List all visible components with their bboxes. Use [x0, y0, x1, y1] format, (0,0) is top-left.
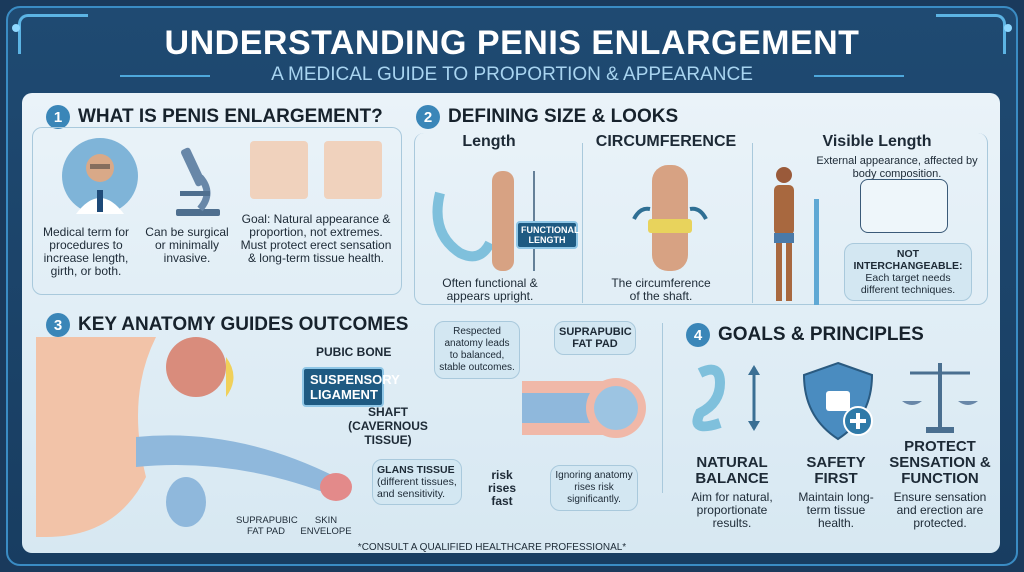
suprapubic-fat-pad-label: SUPRAPUBIC FAT PAD: [236, 515, 298, 537]
skin-envelope-label: SKIN ENVELOPE: [300, 515, 352, 537]
suspensory-ligament-label: SUSPENSORY LIGAMENT: [302, 367, 400, 407]
section-title: GOALS & PRINCIPLES: [718, 324, 924, 345]
section-number: 1: [46, 105, 70, 129]
risk-rises-text: risk rises fast: [487, 468, 517, 508]
section4-heading: 4 GOALS & PRINCIPLES: [686, 323, 924, 347]
disclaimer: *CONSULT A QUALIFIED HEALTHCARE PROFESSI…: [357, 542, 627, 553]
dot-decoration: [12, 24, 20, 32]
protect-sensation-title: PROTECT SENSATION & FUNCTION: [889, 438, 991, 487]
section-title: KEY ANATOMY GUIDES OUTCOMES: [78, 314, 409, 335]
safety-first-title: SAFETY FIRST: [806, 454, 866, 487]
natural-balance-text: Aim for natural, proportionate results.: [691, 490, 773, 530]
functional-length-badge: FUNCTIONAL LENGTH: [516, 221, 580, 249]
dot-decoration: [1004, 24, 1012, 32]
divider: [662, 323, 663, 493]
procedure-image: [324, 141, 382, 199]
visible-length-title: Visible Length: [822, 133, 932, 150]
cross-section-illustration: [522, 373, 652, 448]
corner-decoration: [18, 14, 88, 54]
circumference-caption: The circumference of the shaft.: [611, 276, 711, 303]
natural-balance-title: NATURAL BALANCE: [695, 454, 769, 487]
length-title: Length: [462, 133, 516, 150]
ignoring-anatomy-note: Ignoring anatomy rises risk significantl…: [550, 465, 638, 511]
glans-text: (different tissues, and sensitivity.: [377, 476, 457, 500]
divider: [120, 75, 210, 77]
suprapubic-fat-pad-top-label: SUPRAPUBIC FAT PAD: [554, 321, 636, 355]
note-text: Each target needs different techniques.: [860, 272, 956, 296]
scales-icon: [900, 357, 980, 442]
divider: [752, 143, 753, 303]
section1-text: Medical term for procedures to increase …: [42, 225, 130, 278]
visible-length-subtitle: External appearance, affected by body co…: [816, 155, 978, 180]
body-figure: [764, 165, 824, 310]
glans-title: GLANS TISSUE: [377, 464, 455, 476]
section3-heading: 3 KEY ANATOMY GUIDES OUTCOMES: [46, 313, 408, 337]
divider: [582, 143, 583, 303]
anatomy-illustration: [36, 337, 366, 542]
page-subtitle: A MEDICAL GUIDE TO PROPORTION & APPEARAN…: [271, 64, 753, 85]
section1-box: [32, 127, 402, 295]
respected-anatomy-note: Respected anatomy leads to balanced, sta…: [434, 321, 520, 379]
length-illustration: [430, 163, 560, 278]
section-number: 3: [46, 313, 70, 337]
circumference-title: CIRCUMFERENCE: [595, 133, 737, 150]
circumference-illustration: [630, 163, 710, 278]
shaft-label: SHAFT (CAVERNOUS TISSUE): [348, 405, 428, 447]
section2-box: [414, 133, 988, 305]
section1-text: Goal: Natural appearance & proportion, n…: [240, 212, 392, 265]
doctor-icon: [62, 138, 138, 219]
glans-tissue-label: GLANS TISSUE (different tissues, and sen…: [372, 459, 462, 505]
length-caption: Often functional & appears upright.: [442, 276, 538, 303]
safety-first-text: Maintain long-term tissue health.: [798, 490, 874, 530]
page-title: UNDERSTANDING PENIS ENLARGEMENT: [164, 24, 860, 62]
section1-text: Can be surgical or minimally invasive.: [145, 225, 229, 265]
not-interchangeable-note: NOT INTERCHANGEABLE: Each target needs d…: [844, 243, 972, 301]
section-title: DEFINING SIZE & LOOKS: [448, 106, 679, 127]
tape-measure-icon: [690, 363, 770, 438]
note-title: NOT INTERCHANGEABLE:: [853, 248, 963, 272]
microscope-icon: [170, 141, 224, 222]
body-composition-image: [860, 179, 948, 233]
procedure-image: [250, 141, 308, 199]
section2-heading: 2 DEFINING SIZE & LOOKS: [416, 105, 678, 129]
section1-heading: 1 WHAT IS PENIS ENLARGEMENT?: [46, 105, 383, 129]
shield-lock-icon: [798, 361, 878, 446]
section-number: 4: [686, 323, 710, 347]
protect-sensation-text: Ensure sensation and erection are protec…: [893, 490, 987, 530]
pubic-bone-label: PUBIC BONE: [316, 345, 392, 359]
corner-decoration: [936, 14, 1006, 54]
section-number: 2: [416, 105, 440, 129]
divider: [814, 75, 904, 77]
content-panel: 1 WHAT IS PENIS ENLARGEMENT? Medical ter…: [22, 93, 1000, 553]
section-title: WHAT IS PENIS ENLARGEMENT?: [78, 106, 383, 127]
